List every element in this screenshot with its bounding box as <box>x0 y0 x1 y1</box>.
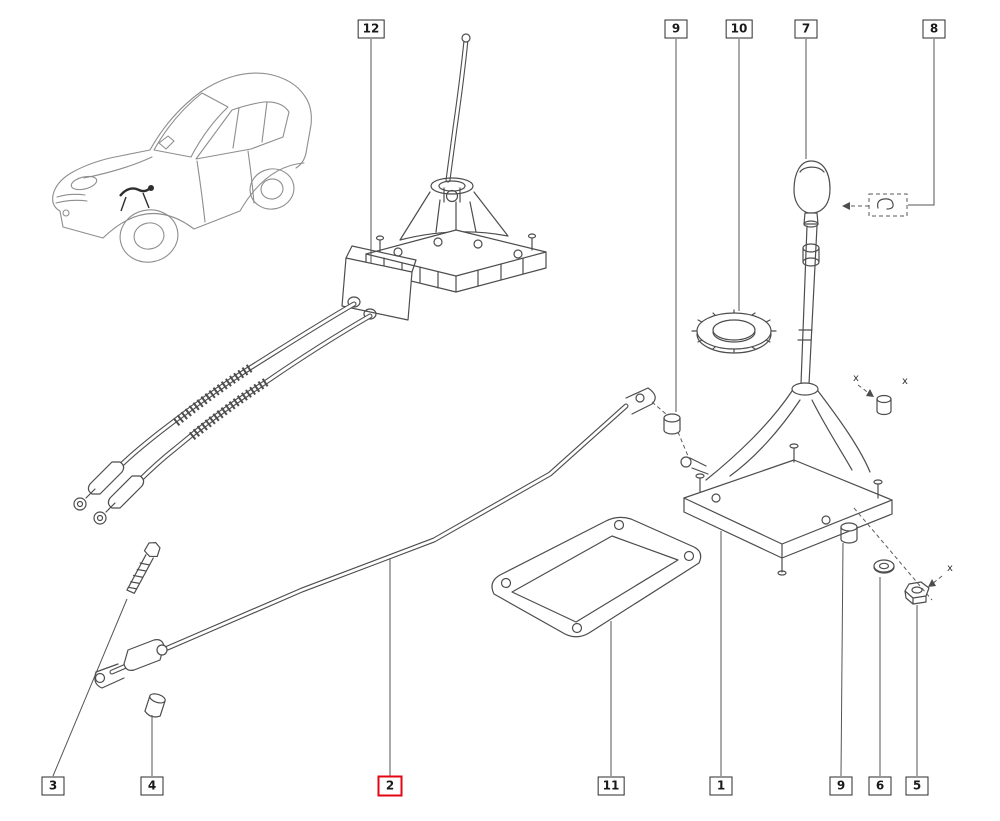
leader-line-9-bottom <box>840 542 844 777</box>
leader-lines <box>52 39 935 777</box>
callout-2[interactable]: 2 <box>377 775 403 797</box>
assembly-mark-x: x <box>947 563 953 574</box>
washer <box>873 559 895 574</box>
rear-wheel <box>249 168 295 210</box>
cable-end-fitting <box>73 461 125 511</box>
callout-11[interactable]: 11 <box>597 776 625 796</box>
rod-clevis <box>625 387 656 415</box>
callout-10[interactable]: 10 <box>725 19 753 39</box>
leader-line-8 <box>908 39 935 206</box>
callout-12[interactable]: 12 <box>357 19 385 39</box>
side-mirror <box>158 135 175 150</box>
housing-assembly <box>680 382 893 576</box>
nut <box>904 581 930 605</box>
callout-4[interactable]: 4 <box>140 776 164 796</box>
clip-detail <box>842 193 908 217</box>
front-wheel <box>119 209 179 263</box>
boot-ring <box>691 309 777 354</box>
callout-5[interactable]: 5 <box>905 776 929 796</box>
bushing-bottom <box>840 522 858 544</box>
selector-rod <box>94 387 656 689</box>
assembly-mark-x: x <box>853 373 859 384</box>
callout-8[interactable]: 8 <box>922 19 946 39</box>
end-cap <box>144 693 166 718</box>
leader-line-3 <box>52 598 128 777</box>
assembly-mark-x: x <box>902 376 908 387</box>
gear-knob <box>793 160 831 228</box>
callout-1[interactable]: 1 <box>709 776 733 796</box>
headlight <box>70 175 98 191</box>
shift-cables <box>73 301 373 525</box>
part-location-highlight <box>119 185 154 212</box>
bolt <box>126 542 161 594</box>
callout-9-top[interactable]: 9 <box>664 19 688 39</box>
rod-lower-joint <box>94 639 168 689</box>
cable-end-fitting <box>93 475 145 525</box>
gasket <box>491 516 702 638</box>
stud-nut <box>876 394 892 416</box>
assembly-marks: x x x <box>853 373 953 574</box>
callout-6[interactable]: 6 <box>868 776 892 796</box>
windshield <box>153 92 229 158</box>
callout-9-bottom[interactable]: 9 <box>829 776 853 796</box>
shift-control-assembly <box>341 33 547 321</box>
lever-tip <box>461 33 471 43</box>
lever-shaft <box>797 225 820 385</box>
callout-3[interactable]: 3 <box>41 776 65 796</box>
assembly-guides <box>651 384 943 601</box>
bushing-top <box>663 413 681 435</box>
callout-7[interactable]: 7 <box>794 19 818 39</box>
car-illustration <box>52 72 312 263</box>
